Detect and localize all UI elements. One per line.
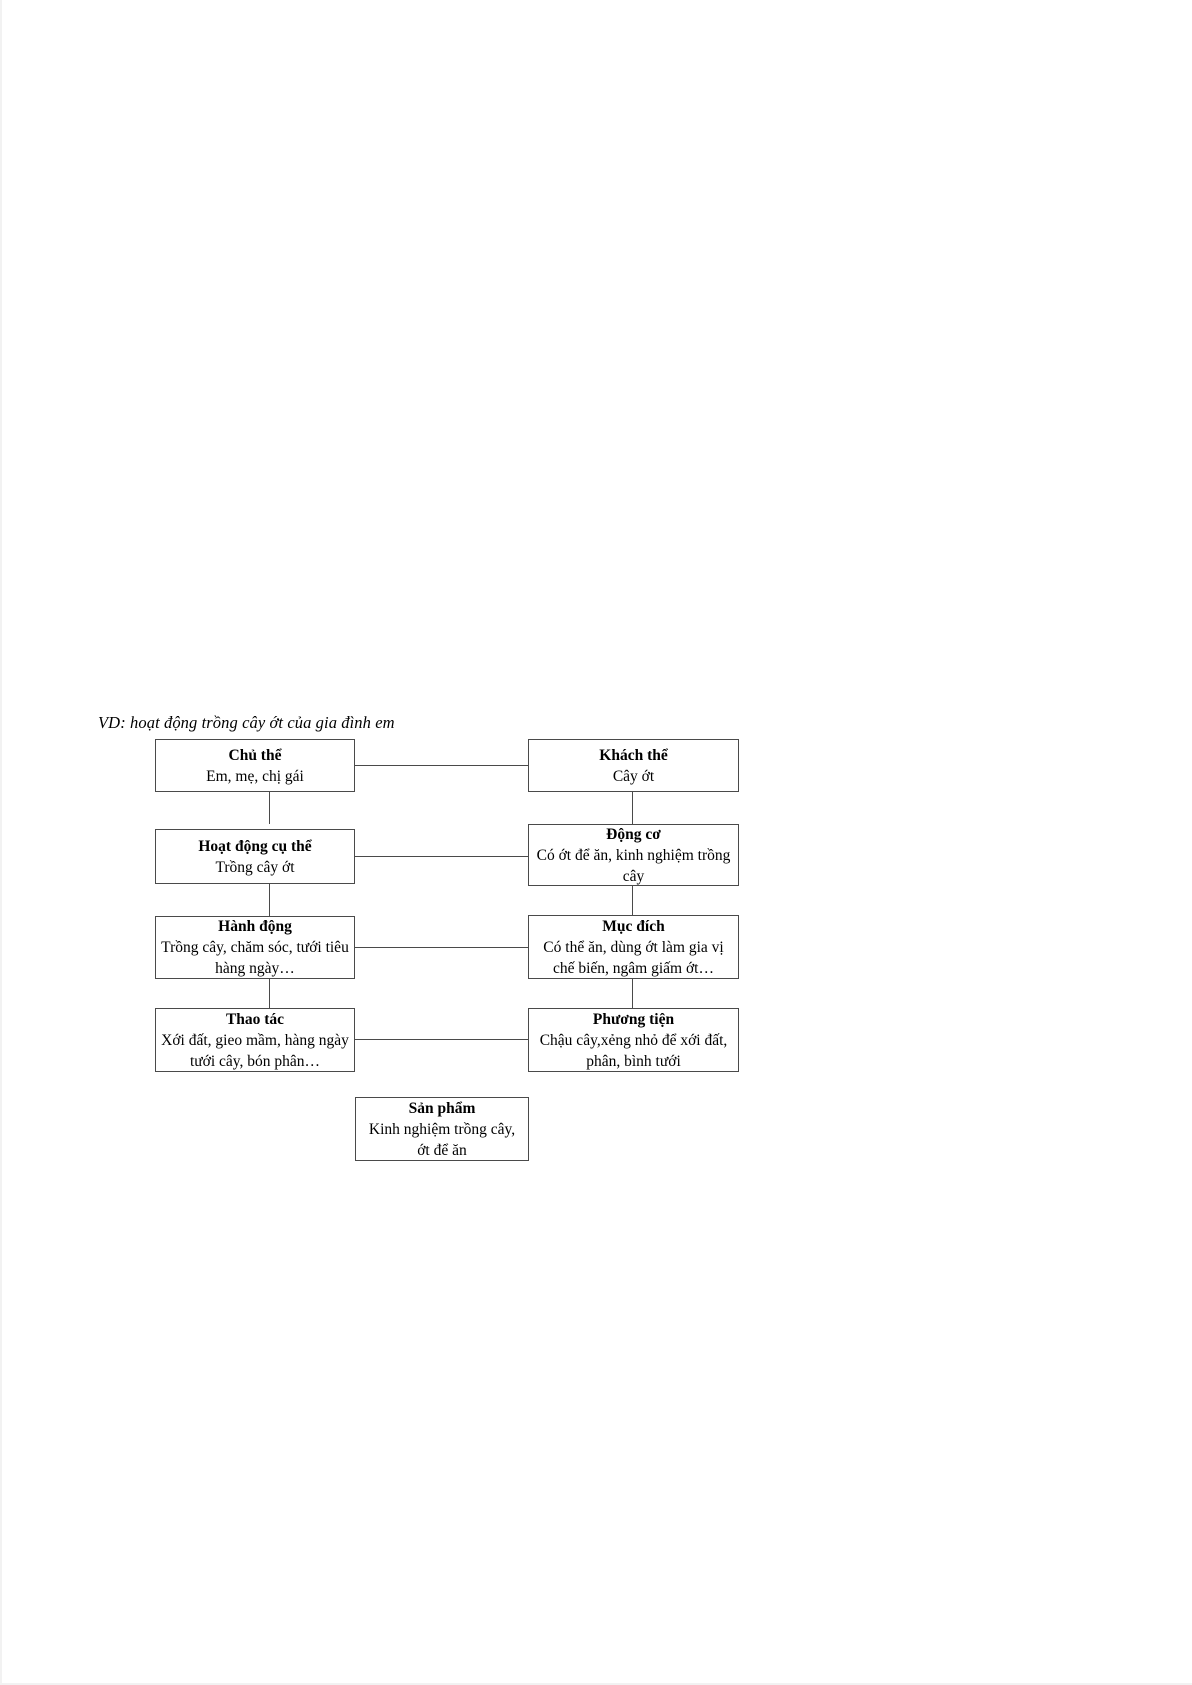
connector-muc-dich-phuong-tien — [632, 979, 634, 1009]
node-dong-co-title: Động cơ — [606, 825, 661, 843]
node-hoat-dong-cu-the[interactable]: Hoạt động cụ thể Trồng cây ớt — [155, 829, 355, 884]
node-san-pham[interactable]: Sản phẩm Kinh nghiệm trồng cây, ớt để ăn — [355, 1097, 529, 1161]
connector-thao-tac-phuong-tien — [355, 1039, 529, 1041]
node-dong-co[interactable]: Động cơ Có ớt để ăn, kinh nghiệm trồng c… — [528, 824, 739, 886]
page-edge-left — [0, 0, 2, 1685]
node-thao-tac[interactable]: Thao tác Xới đất, gieo mầm, hàng ngày tư… — [155, 1008, 355, 1072]
page-edge-bottom — [0, 1683, 1192, 1685]
node-hoat-dong-cu-the-body: Trồng cây ớt — [215, 858, 295, 876]
node-muc-dich-body: Có thể ăn, dùng ớt làm gia vị chế biến, … — [543, 938, 724, 977]
node-chu-the-body: Em, mẹ, chị gái — [206, 767, 304, 785]
node-chu-the[interactable]: Chủ thể Em, mẹ, chị gái — [155, 739, 355, 792]
node-phuong-tien-body: Chậu cây,xẻng nhỏ để xới đất, phân, bình… — [539, 1031, 728, 1070]
node-hanh-dong-title: Hành động — [218, 918, 292, 935]
connector-hoat-dong-dong-co — [355, 856, 529, 858]
node-san-pham-body: Kinh nghiệm trồng cây, ớt để ăn — [368, 1120, 516, 1159]
node-thao-tac-title: Thao tác — [225, 1010, 285, 1028]
node-hoat-dong-cu-the-title: Hoạt động cụ thể — [198, 837, 312, 855]
node-hanh-dong[interactable]: Hành động Trồng cây, chăm sóc, tưới tiêu… — [155, 916, 355, 979]
node-san-pham-title: Sản phẩm — [408, 1099, 476, 1117]
connector-hanh-dong-muc-dich — [355, 947, 529, 949]
connector-dong-co-muc-dich — [632, 886, 634, 915]
connector-hanh-dong-thao-tac — [269, 979, 271, 1009]
node-hanh-dong-body: Trồng cây, chăm sóc, tưới tiêu hàng ngày… — [161, 939, 349, 977]
node-muc-dich-title: Mục đích — [602, 917, 665, 935]
node-muc-dich[interactable]: Mục đích Có thể ăn, dùng ớt làm gia vị c… — [528, 915, 739, 979]
connector-chu-the-hoat-dong — [269, 792, 271, 824]
node-khach-the-title: Khách thể — [599, 746, 668, 764]
node-phuong-tien[interactable]: Phương tiện Chậu cây,xẻng nhỏ để xới đất… — [528, 1008, 739, 1072]
connector-chu-the-khach-the — [355, 765, 529, 767]
node-phuong-tien-title: Phương tiện — [592, 1010, 675, 1028]
node-thao-tac-body: Xới đất, gieo mầm, hàng ngày tưới cây, b… — [161, 1031, 349, 1070]
node-khach-the-body: Cây ớt — [612, 767, 655, 785]
diagram-caption: VD: hoạt động trồng cây ớt của gia đình … — [98, 713, 395, 732]
node-chu-the-title: Chủ thể — [228, 746, 282, 764]
node-dong-co-body: Có ớt để ăn, kinh nghiệm trồng cây — [536, 846, 731, 885]
connector-khach-the-dong-co — [632, 792, 634, 824]
node-khach-the[interactable]: Khách thể Cây ớt — [528, 739, 739, 792]
connector-hoat-dong-hanh-dong — [269, 884, 271, 916]
